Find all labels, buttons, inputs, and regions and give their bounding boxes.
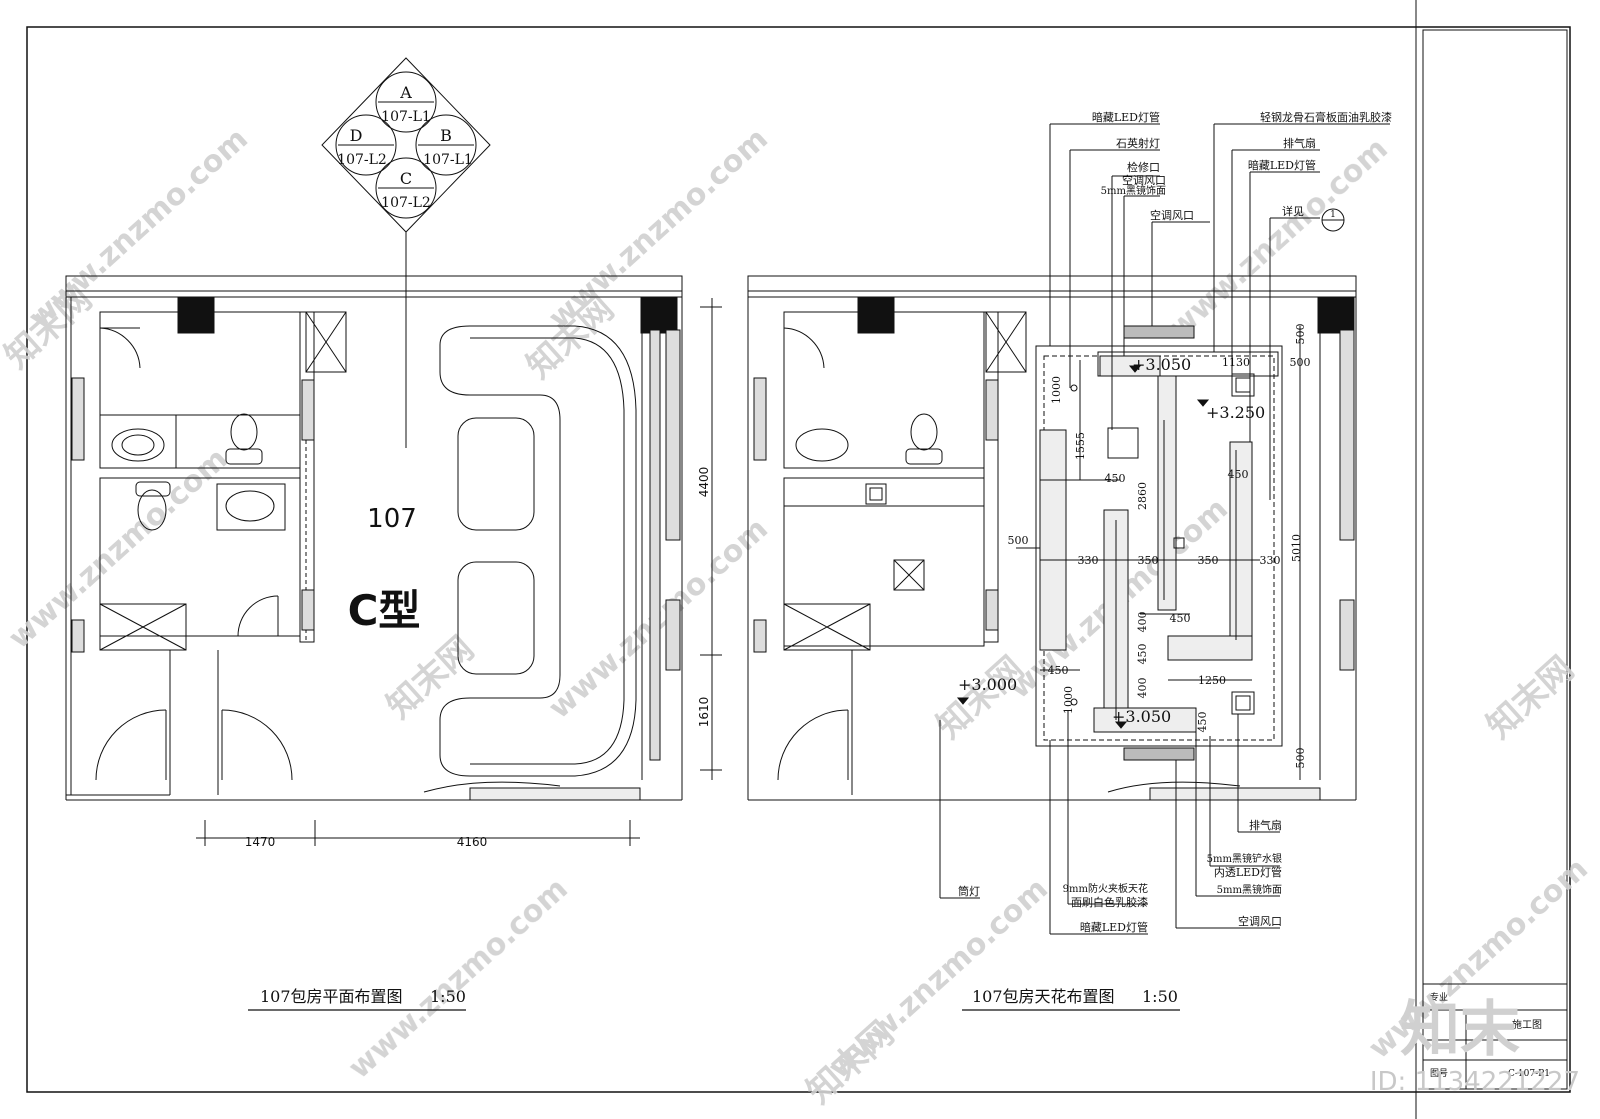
column bbox=[857, 296, 895, 334]
index-letter-c: C bbox=[400, 169, 412, 188]
toilet bbox=[137, 489, 167, 531]
level-3250: +3.250 bbox=[1206, 403, 1265, 422]
dim: 450 bbox=[1170, 612, 1191, 625]
label-ac-vent-1: 空调风口 bbox=[1122, 173, 1166, 187]
title-block bbox=[1422, 983, 1568, 1090]
floor-plan bbox=[65, 232, 683, 801]
index-ref-a: 107-L1 bbox=[381, 109, 431, 125]
label-fireproof-plywood: 9mm防火夹板天花 bbox=[1063, 882, 1148, 895]
level-3000: +3.000 bbox=[958, 675, 1017, 694]
label-exhaust-fan-bottom: 排气扇 bbox=[1249, 818, 1282, 832]
dim-1470: 1470 bbox=[245, 835, 276, 849]
label-hidden-led-top: 暗藏LED灯管 bbox=[1092, 110, 1160, 124]
dim: 450 bbox=[1136, 644, 1149, 665]
index-ref-c: 107-L2 bbox=[381, 195, 431, 211]
column bbox=[177, 296, 215, 334]
dim: 330 bbox=[1078, 554, 1099, 567]
label-black-mirror-2: 5mm黑镜饰面 bbox=[1217, 883, 1282, 896]
label-ac-vent-bottom: 空调风口 bbox=[1238, 914, 1282, 928]
ceiling-scale: 1:50 bbox=[1142, 987, 1178, 1006]
ceiling-plan bbox=[747, 123, 1390, 935]
label-exhaust-fan-top: 排气扇 bbox=[1283, 136, 1316, 150]
index-ref-d: 107-L2 bbox=[337, 152, 387, 168]
watermark-text: www.znzmo.com bbox=[2, 441, 235, 656]
dim: 2860 bbox=[1136, 482, 1149, 510]
label-backlit-led: 内透LED灯管 bbox=[1214, 865, 1282, 879]
detail-number: 1 bbox=[1330, 210, 1336, 220]
sofa bbox=[439, 325, 637, 777]
dim: 450 bbox=[1228, 468, 1249, 481]
dim: 450 bbox=[1196, 712, 1209, 733]
dim: 350 bbox=[1198, 554, 1219, 567]
elevation-index-symbol bbox=[321, 57, 491, 233]
level-3050-top: +3.050 bbox=[1132, 355, 1191, 374]
washbasin bbox=[225, 490, 275, 522]
ceiling-labels: 暗藏LED灯管 石英射灯 检修口 空调风口 5mm黑镜饰面 空调风口 轻钢龙骨石… bbox=[958, 110, 1392, 934]
label-quartz-spotlight: 石英射灯 bbox=[1116, 136, 1160, 150]
watermark-brand: 知末网 bbox=[379, 629, 482, 727]
dim: 450 bbox=[1048, 664, 1069, 677]
label-hidden-led-right: 暗藏LED灯管 bbox=[1248, 158, 1316, 172]
watermark-brand: 知末网 bbox=[1479, 649, 1582, 747]
dim: 500 bbox=[1008, 534, 1029, 547]
column bbox=[640, 296, 678, 334]
column bbox=[1317, 296, 1355, 334]
dim: 1130 bbox=[1222, 356, 1250, 369]
watermark-brand: 知末网 bbox=[929, 649, 1032, 747]
title-block-drawing-no-label: 图号 bbox=[1430, 1068, 1448, 1079]
label-downlight: 筒灯 bbox=[958, 884, 980, 898]
room-number: 107 bbox=[367, 504, 417, 534]
dim: 450 bbox=[1105, 472, 1126, 485]
dim: 1000 bbox=[1050, 376, 1063, 404]
level-3050-bottom: +3.050 bbox=[1112, 707, 1171, 726]
dim-4400: 4400 bbox=[697, 467, 711, 498]
dim: 330 bbox=[1260, 554, 1281, 567]
dim-1610: 1610 bbox=[697, 697, 711, 728]
dim-4160: 4160 bbox=[457, 835, 488, 849]
label-see-detail: 详见 bbox=[1282, 204, 1304, 218]
plan-title: 107包房平面布置图 bbox=[260, 987, 403, 1006]
title-block-discipline: 专业 bbox=[1430, 991, 1448, 1003]
brand-logo: 知末 bbox=[1400, 995, 1520, 1065]
title-block-stage: 施工图 bbox=[1512, 1018, 1542, 1031]
index-letter-a: A bbox=[399, 83, 412, 102]
ceiling-levels: +3.050 +3.250 +3.000 +3.050 bbox=[958, 355, 1265, 726]
dim: 350 bbox=[1138, 554, 1159, 567]
watermark-brand: 知末网 bbox=[799, 1014, 902, 1112]
dim: 400 bbox=[1136, 678, 1149, 699]
ceiling-dimensions: 500 500 1130 1000 1555 450 2860 450 5010… bbox=[1008, 324, 1311, 769]
label-black-mirror-1: 5mm黑镜饰面 bbox=[1101, 184, 1166, 197]
label-hidden-led-bottom: 暗藏LED灯管 bbox=[1080, 920, 1148, 934]
table bbox=[457, 561, 535, 675]
index-letter-b: B bbox=[440, 126, 452, 145]
title-block-drawing-no: C-107-P1 bbox=[1508, 1069, 1550, 1079]
ceiling-title: 107包房天花布置图 bbox=[972, 987, 1115, 1006]
plan-scale: 1:50 bbox=[430, 987, 466, 1006]
dim: 400 bbox=[1136, 612, 1149, 633]
room-type: C型 bbox=[348, 586, 421, 635]
dim: 500 bbox=[1290, 356, 1311, 369]
elevation-index-labels: A 107-L1 B 107-L1 C 107-L2 D 107-L2 bbox=[337, 83, 473, 211]
label-access-hatch: 检修口 bbox=[1127, 160, 1160, 174]
dim: 1250 bbox=[1198, 674, 1226, 687]
label-silvered-mirror: 5mm黑镜铲水银 bbox=[1207, 852, 1282, 865]
dim: 1555 bbox=[1074, 432, 1087, 460]
watermark-text: www.znzmo.com bbox=[342, 871, 575, 1086]
dim: 500 bbox=[1294, 748, 1307, 769]
dim: 500 bbox=[1294, 324, 1307, 345]
dim: 1000 bbox=[1062, 686, 1075, 714]
dim: 5010 bbox=[1290, 534, 1303, 562]
label-white-latex: 面刷白色乳胶漆 bbox=[1071, 895, 1148, 909]
watermark-id: ID: 1134221227 bbox=[1370, 1067, 1580, 1097]
toilet bbox=[230, 413, 258, 451]
washbasin bbox=[111, 428, 165, 462]
label-ac-vent-2: 空调风口 bbox=[1150, 208, 1194, 222]
index-ref-b: 107-L1 bbox=[423, 152, 473, 168]
index-letter-d: D bbox=[350, 126, 363, 145]
plan-dimensions bbox=[196, 298, 722, 846]
table bbox=[457, 417, 535, 531]
label-gypsum-board: 轻钢龙骨石膏板面油乳胶漆 bbox=[1260, 110, 1392, 124]
